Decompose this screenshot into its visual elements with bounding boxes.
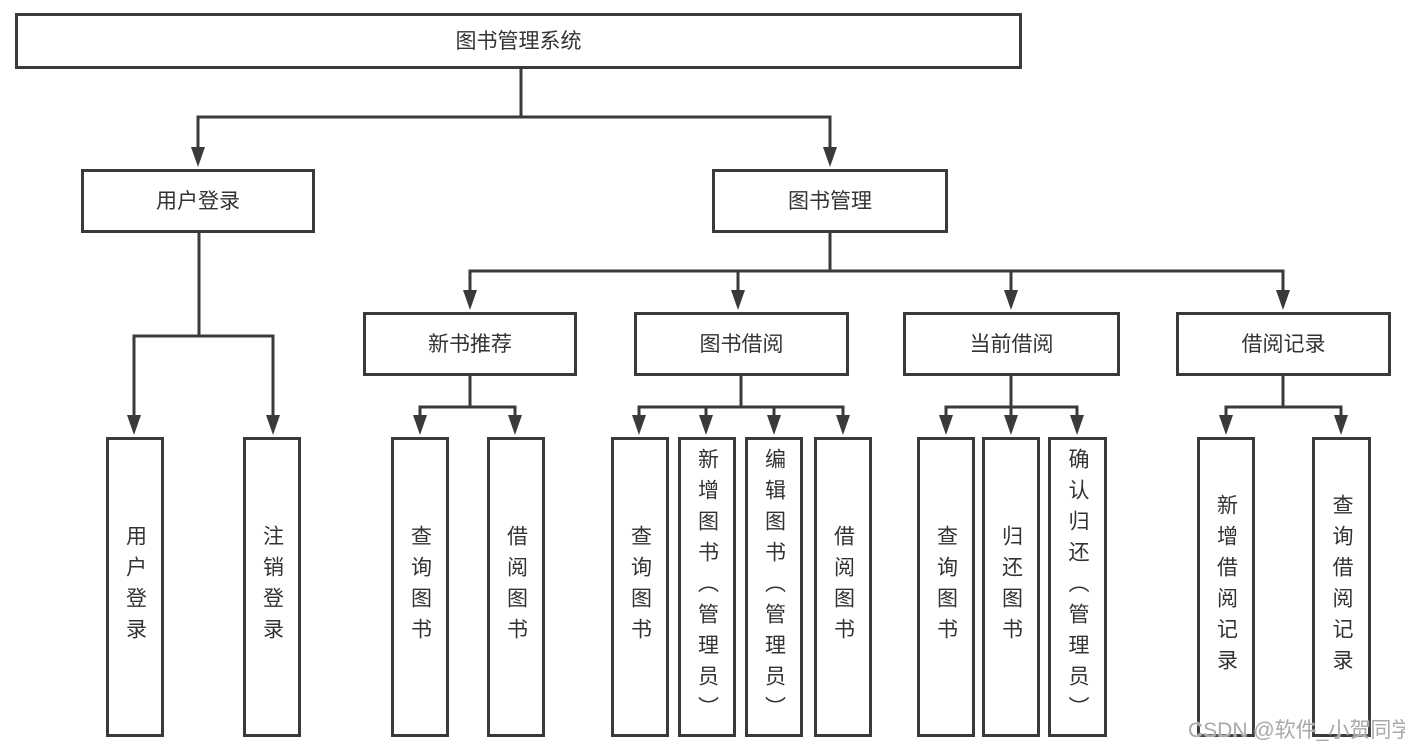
node-borrowing-records: 借阅记录 <box>1176 312 1391 376</box>
node-label: 归还图书 <box>999 525 1023 649</box>
node-book-borrowing: 图书借阅 <box>634 312 849 376</box>
leaf-borrow-books: 借阅图书 <box>487 437 545 737</box>
node-label: 查询图书 <box>628 525 652 649</box>
node-current-borrowing: 当前借阅 <box>903 312 1120 376</box>
arrowheads <box>127 147 1348 435</box>
node-label: 用户登录 <box>123 525 147 649</box>
node-label: 查询图书 <box>408 525 432 649</box>
leaf-query-books: 查询图书 <box>391 437 449 737</box>
leaf-borrow-books: 借阅图书 <box>814 437 872 737</box>
leaf-logout: 注销登录 <box>243 437 301 737</box>
node-label: 借阅图书 <box>831 525 855 649</box>
leaf-add-borrow-record: 新增借阅记录 <box>1197 437 1255 737</box>
leaf-query-books: 查询图书 <box>917 437 975 737</box>
node-label: 图书管理 <box>788 189 872 213</box>
node-label: 查询借阅记录 <box>1330 494 1354 680</box>
node-label: 新增借阅记录 <box>1214 494 1238 680</box>
csdn-watermark: CSDN @软件_小贺同学 <box>1188 719 1405 742</box>
node-label: 当前借阅 <box>969 332 1054 356</box>
node-library-management-system: 图书管理系统 <box>15 13 1022 69</box>
leaf-return-books: 归还图书 <box>982 437 1040 737</box>
leaf-query-books: 查询图书 <box>611 437 669 737</box>
node-user-login: 用户登录 <box>81 169 315 233</box>
node-label: 借阅图书 <box>504 525 528 649</box>
leaf-confirm-return-admin: 确认归还（管理员） <box>1048 437 1107 737</box>
node-book-management: 图书管理 <box>712 169 948 233</box>
node-label: 图书管理系统 <box>455 29 582 53</box>
node-label: 新书推荐 <box>428 332 512 356</box>
node-label: 确认归还（管理员） <box>1066 447 1090 727</box>
leaf-user-login: 用户登录 <box>106 437 164 737</box>
node-label: 用户登录 <box>156 189 240 213</box>
node-label: 新增图书（管理员） <box>695 447 719 727</box>
node-label: 注销登录 <box>260 525 284 649</box>
node-label: 查询图书 <box>934 525 958 649</box>
node-label: 编辑图书（管理员） <box>762 447 786 727</box>
node-new-book-recommendation: 新书推荐 <box>363 312 577 376</box>
leaf-edit-books-admin: 编辑图书（管理员） <box>745 437 803 737</box>
node-label: 图书借阅 <box>699 332 784 356</box>
node-label: 借阅记录 <box>1241 332 1326 356</box>
leaf-add-books-admin: 新增图书（管理员） <box>678 437 736 737</box>
leaf-query-borrow-record: 查询借阅记录 <box>1312 437 1371 737</box>
